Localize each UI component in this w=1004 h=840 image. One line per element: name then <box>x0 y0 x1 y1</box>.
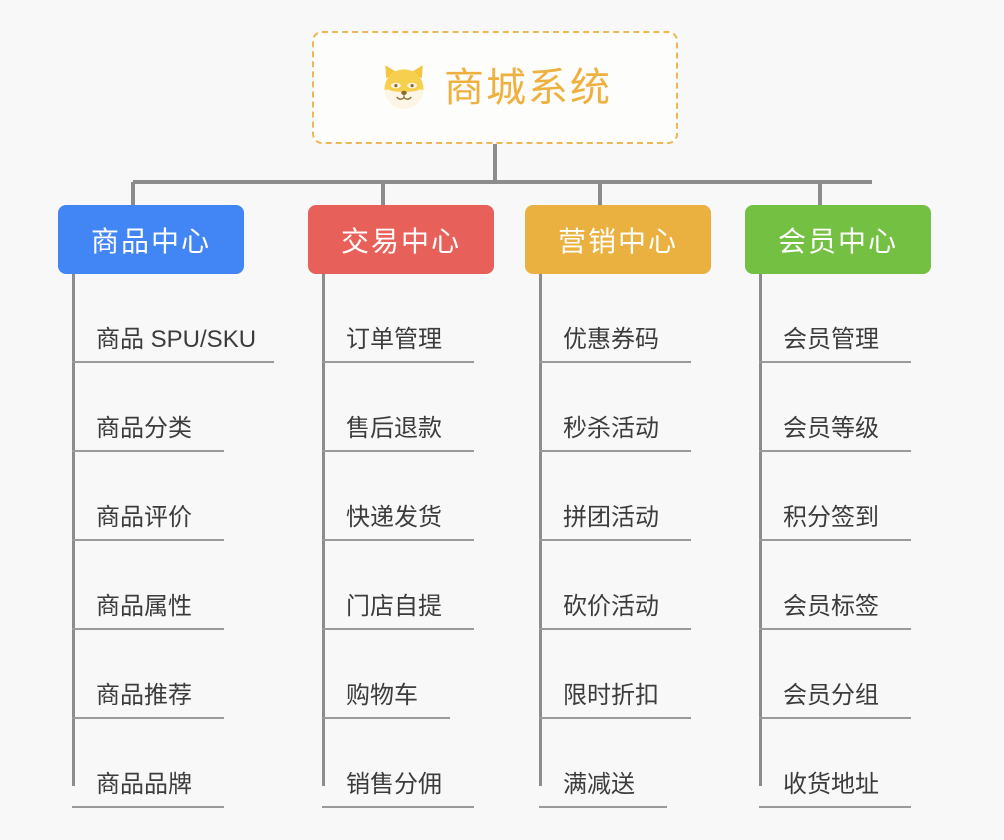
leaf-rule <box>539 717 691 719</box>
leaf-rule <box>539 450 691 452</box>
leaf-item[interactable]: 商品 SPU/SKU <box>72 274 274 363</box>
leaf-rule <box>759 539 911 541</box>
leaf-item[interactable]: 拼团活动 <box>539 452 711 541</box>
leaf-spine-1 <box>322 274 325 786</box>
leaf-rule <box>322 717 450 719</box>
branch-header-label-2: 营销中心 <box>557 225 678 257</box>
leaf-label: 会员分组 <box>783 682 879 710</box>
leaf-item[interactable]: 商品分类 <box>72 363 268 452</box>
leaf-spine-0 <box>72 274 75 786</box>
leaf-label: 收货地址 <box>783 771 879 799</box>
leaf-item[interactable]: 商品属性 <box>72 541 268 630</box>
leaf-item[interactable]: 销售分佣 <box>322 719 494 808</box>
leaf-list-2: 优惠券码 秒杀活动 拼团活动 砍价活动 限时折扣 满减送 <box>525 274 711 808</box>
branch-交易中心: 交易中心 订单管理 售后退款 快递发货 门店自提 购物车 <box>308 205 494 808</box>
leaf-rule <box>759 361 911 363</box>
leaf-label: 商品品牌 <box>96 771 192 799</box>
leaf-item[interactable]: 会员等级 <box>759 363 931 452</box>
leaf-label: 快递发货 <box>346 504 442 532</box>
leaf-rule <box>759 628 911 630</box>
leaf-item[interactable]: 会员管理 <box>759 274 931 363</box>
leaf-item[interactable]: 砍价活动 <box>539 541 711 630</box>
branch-header-label-1: 交易中心 <box>340 225 461 257</box>
leaf-item[interactable]: 会员标签 <box>759 541 931 630</box>
leaf-item[interactable]: 限时折扣 <box>539 630 711 719</box>
leaf-rule <box>72 539 224 541</box>
branch-header-2[interactable]: 营销中心 <box>525 205 711 274</box>
leaf-rule <box>539 361 691 363</box>
leaf-item[interactable]: 售后退款 <box>322 363 494 452</box>
root-node[interactable]: 商城系统 <box>312 31 678 144</box>
leaf-rule <box>72 717 224 719</box>
branch-营销中心: 营销中心 优惠券码 秒杀活动 拼团活动 砍价活动 限时折扣 <box>525 205 711 808</box>
leaf-rule <box>322 539 474 541</box>
leaf-item[interactable]: 收货地址 <box>759 719 931 808</box>
shiba-dog-face-icon <box>378 62 430 114</box>
leaf-rule <box>322 361 474 363</box>
leaf-label: 会员管理 <box>783 326 879 354</box>
leaf-rule <box>72 806 224 808</box>
leaf-item[interactable]: 购物车 <box>322 630 494 719</box>
leaf-item[interactable]: 商品评价 <box>72 452 268 541</box>
leaf-rule <box>539 628 691 630</box>
branch-header-3[interactable]: 会员中心 <box>745 205 931 274</box>
leaf-rule <box>72 361 274 363</box>
leaf-label: 拼团活动 <box>563 504 659 532</box>
leaf-rule <box>539 539 691 541</box>
leaf-item[interactable]: 订单管理 <box>322 274 494 363</box>
leaf-list-1: 订单管理 售后退款 快递发货 门店自提 购物车 销售分佣 <box>308 274 494 808</box>
leaf-rule <box>539 806 667 808</box>
branch-header-label-3: 会员中心 <box>777 225 898 257</box>
root-title: 商城系统 <box>444 65 612 110</box>
leaf-label: 销售分佣 <box>346 771 442 799</box>
leaf-item[interactable]: 满减送 <box>539 719 711 808</box>
leaf-item[interactable]: 秒杀活动 <box>539 363 711 452</box>
branch-商品中心: 商品中心 商品 SPU/SKU 商品分类 商品评价 商品属性 商品推荐 <box>58 205 274 808</box>
leaf-label: 商品 SPU/SKU <box>96 326 257 354</box>
branch-header-1[interactable]: 交易中心 <box>308 205 494 274</box>
leaf-label: 购物车 <box>346 682 418 710</box>
leaf-label: 限时折扣 <box>563 682 659 710</box>
leaf-item[interactable]: 门店自提 <box>322 541 494 630</box>
leaf-label: 商品评价 <box>96 504 192 532</box>
leaf-spine-3 <box>759 274 762 786</box>
leaf-label: 会员标签 <box>783 593 879 621</box>
leaf-rule <box>322 628 474 630</box>
leaf-item[interactable]: 商品品牌 <box>72 719 268 808</box>
leaf-label: 商品分类 <box>96 415 192 443</box>
leaf-rule <box>322 806 474 808</box>
leaf-item[interactable]: 优惠券码 <box>539 274 711 363</box>
leaf-label: 会员等级 <box>783 415 879 443</box>
leaf-spine-2 <box>539 274 542 786</box>
leaf-label: 满减送 <box>563 771 635 799</box>
leaf-label: 售后退款 <box>346 415 442 443</box>
branch-会员中心: 会员中心 会员管理 会员等级 积分签到 会员标签 会员分组 <box>745 205 931 808</box>
leaf-label: 积分签到 <box>783 504 879 532</box>
leaf-item[interactable]: 积分签到 <box>759 452 931 541</box>
leaf-label: 砍价活动 <box>563 593 659 621</box>
leaf-list-0: 商品 SPU/SKU 商品分类 商品评价 商品属性 商品推荐 商品品牌 <box>58 274 274 808</box>
leaf-item[interactable]: 快递发货 <box>322 452 494 541</box>
leaf-rule <box>72 628 224 630</box>
leaf-label: 门店自提 <box>346 593 442 621</box>
leaf-item[interactable]: 会员分组 <box>759 630 931 719</box>
branch-header-label-0: 商品中心 <box>90 225 211 257</box>
leaf-label: 优惠券码 <box>563 326 659 354</box>
branch-header-0[interactable]: 商品中心 <box>58 205 244 274</box>
leaf-rule <box>322 450 474 452</box>
leaf-rule <box>759 806 911 808</box>
leaf-label: 商品推荐 <box>96 682 192 710</box>
leaf-label: 秒杀活动 <box>563 415 659 443</box>
leaf-label: 商品属性 <box>96 593 192 621</box>
leaf-rule <box>72 450 224 452</box>
leaf-rule <box>759 450 911 452</box>
leaf-item[interactable]: 商品推荐 <box>72 630 268 719</box>
leaf-rule <box>759 717 911 719</box>
leaf-list-3: 会员管理 会员等级 积分签到 会员标签 会员分组 收货地址 <box>745 274 931 808</box>
leaf-label: 订单管理 <box>346 326 442 354</box>
